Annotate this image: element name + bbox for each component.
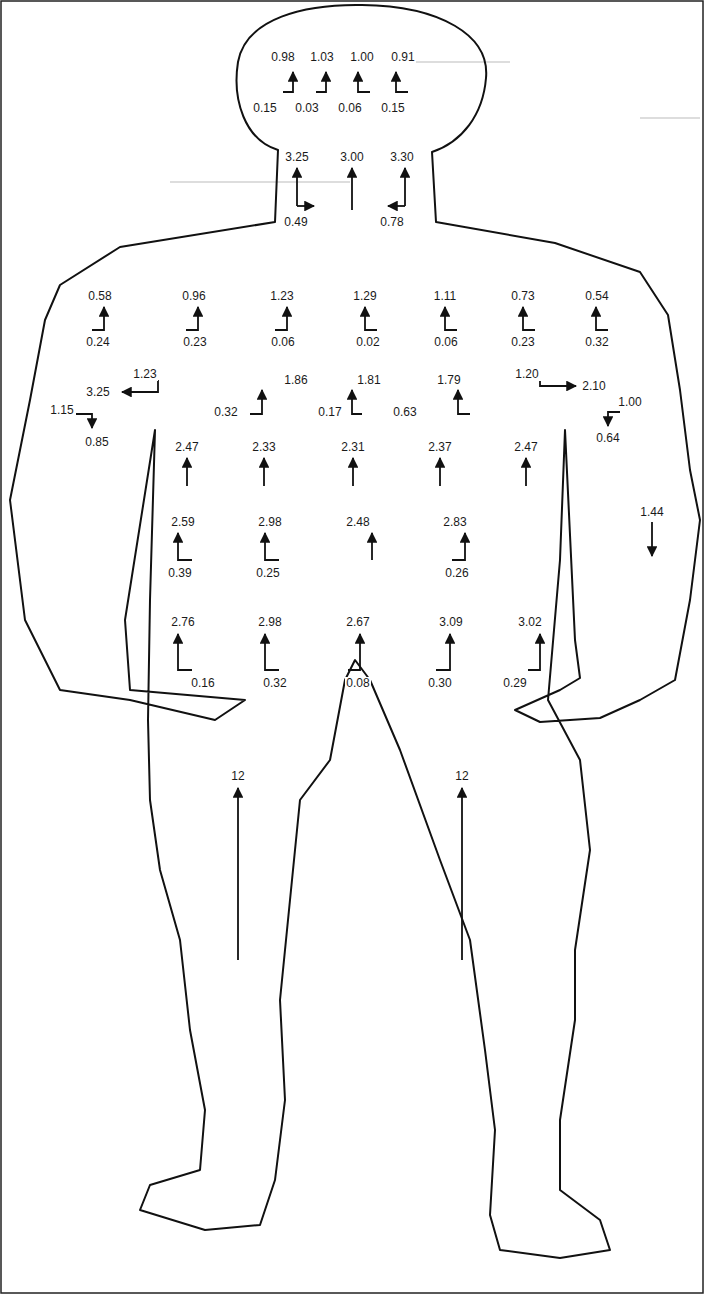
value-label: 1.15 — [49, 404, 74, 417]
value-label: 2.83 — [442, 516, 467, 529]
value-label: 2.33 — [251, 441, 276, 454]
value-label: 0.25 — [255, 567, 280, 580]
value-label: 0.06 — [337, 102, 362, 115]
value-label: 0.78 — [379, 216, 404, 229]
value-label: 1.11 — [433, 290, 457, 303]
value-label: 3.09 — [438, 616, 463, 629]
value-label: 3.25 — [85, 386, 110, 399]
value-label: 1.03 — [309, 51, 334, 64]
value-label: 0.32 — [584, 336, 609, 349]
value-label: 1.20 — [514, 368, 539, 381]
value-label: 0.16 — [190, 677, 215, 690]
value-label: 0.39 — [167, 567, 192, 580]
value-label: 1.00 — [617, 396, 642, 409]
value-label: 0.63 — [392, 406, 417, 419]
value-label: 0.32 — [213, 406, 238, 419]
value-label: 0.98 — [270, 51, 295, 64]
value-label: 0.58 — [87, 290, 112, 303]
value-label: 2.47 — [513, 441, 538, 454]
value-label: 3.25 — [284, 151, 309, 164]
value-label: 0.91 — [390, 51, 415, 64]
value-label: 0.17 — [317, 406, 342, 419]
value-label: 1.86 — [283, 374, 308, 387]
value-label: 1.23 — [132, 368, 157, 381]
value-label: 0.15 — [380, 102, 405, 115]
value-label: 2.67 — [345, 616, 370, 629]
body-outline — [10, 5, 700, 1258]
value-label: 12 — [230, 770, 245, 783]
value-label: 2.10 — [581, 380, 606, 393]
value-label: 0.29 — [502, 677, 527, 690]
value-label: 0.03 — [294, 102, 319, 115]
value-label: 0.30 — [427, 677, 452, 690]
value-label: 2.59 — [170, 516, 195, 529]
value-label: 1.29 — [352, 290, 377, 303]
value-label: 1.00 — [349, 51, 374, 64]
value-label: 0.23 — [182, 336, 207, 349]
guide-lines — [170, 62, 700, 182]
value-label: 0.08 — [345, 677, 370, 690]
value-label: 1.81 — [356, 374, 381, 387]
value-label: 2.37 — [427, 441, 452, 454]
value-label: 0.24 — [85, 336, 110, 349]
value-label: 2.98 — [257, 616, 282, 629]
flow-arrows — [76, 72, 652, 960]
value-label: 0.06 — [433, 336, 458, 349]
value-label: 0.64 — [595, 432, 620, 445]
value-label: 1.23 — [269, 290, 294, 303]
value-label: 1.79 — [436, 374, 461, 387]
value-label: 0.85 — [84, 436, 109, 449]
value-label: 3.00 — [339, 151, 364, 164]
value-label: 2.48 — [345, 516, 370, 529]
value-label: 0.02 — [355, 336, 380, 349]
value-label: 2.31 — [340, 441, 365, 454]
value-label: 0.49 — [283, 216, 308, 229]
value-label: 0.15 — [252, 102, 277, 115]
value-label: 0.23 — [510, 336, 535, 349]
value-label: 0.32 — [262, 677, 287, 690]
value-label: 0.73 — [510, 290, 535, 303]
value-label: 0.54 — [584, 290, 609, 303]
value-label: 12 — [454, 770, 469, 783]
value-label: 0.26 — [444, 567, 469, 580]
value-label: 3.30 — [389, 151, 414, 164]
value-label: 0.06 — [270, 336, 295, 349]
value-label: 2.76 — [170, 616, 195, 629]
value-label: 1.44 — [639, 506, 664, 519]
value-label: 0.96 — [181, 290, 206, 303]
value-label: 2.98 — [257, 516, 282, 529]
value-label: 3.02 — [517, 616, 542, 629]
value-label: 2.47 — [174, 441, 199, 454]
